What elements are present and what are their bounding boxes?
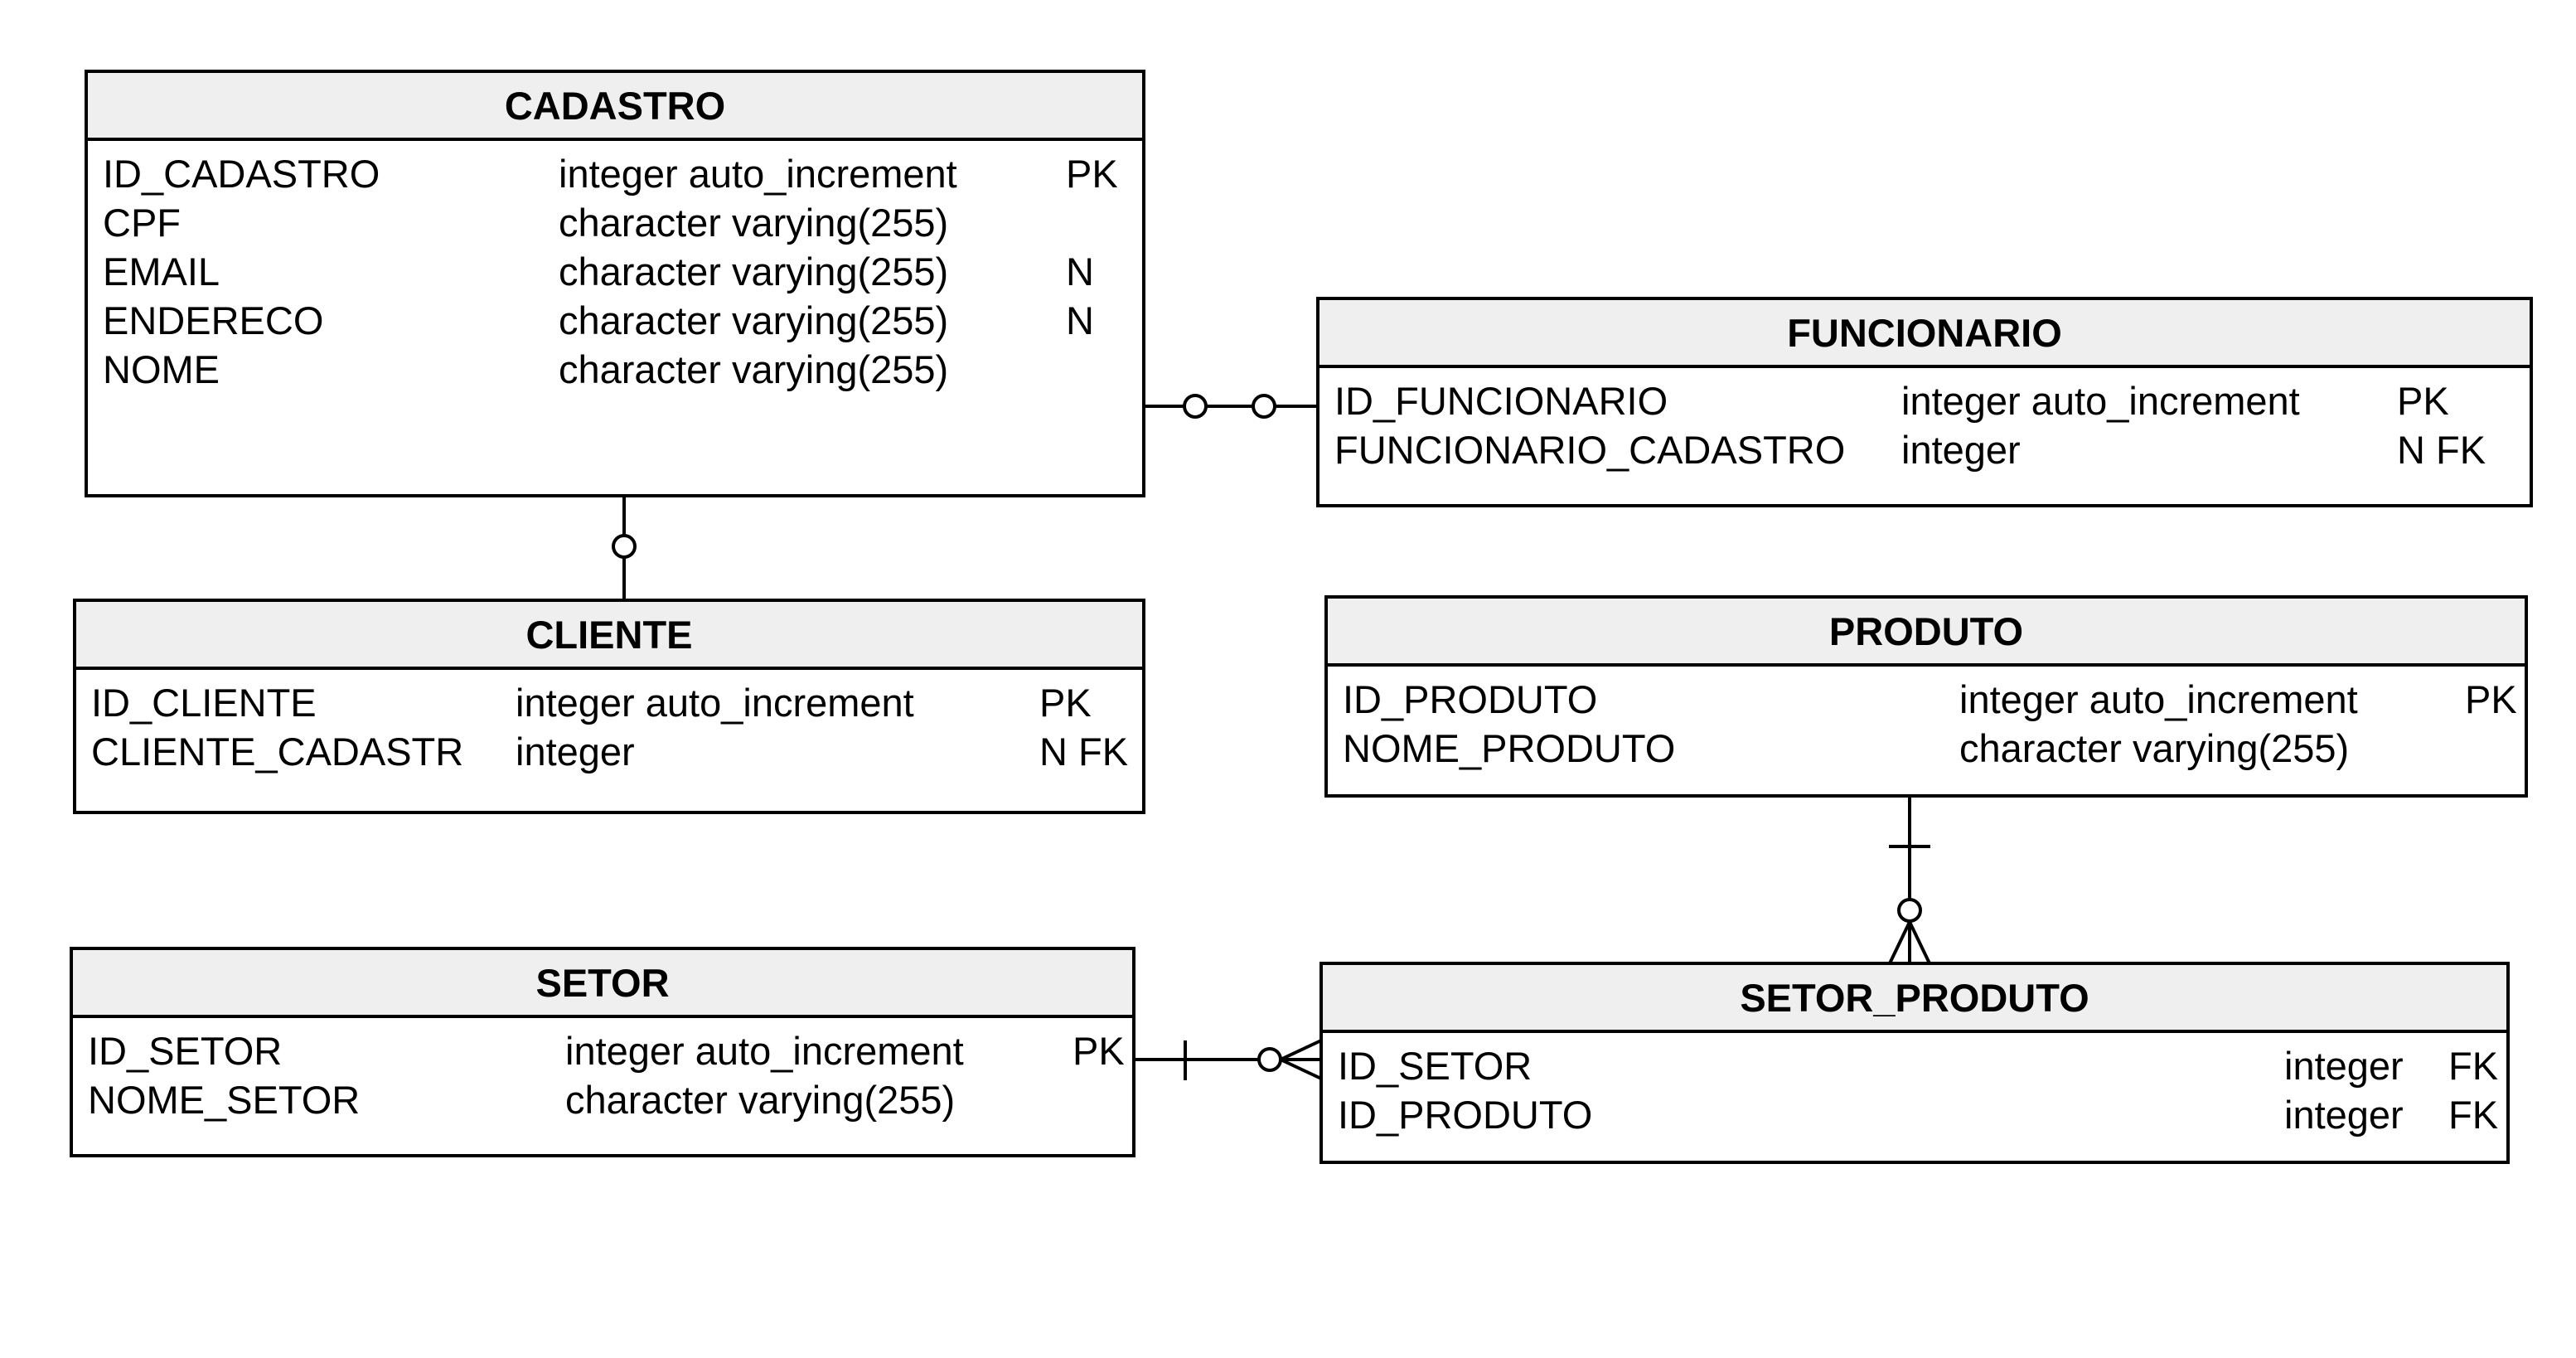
- crowfoot-left-icon: [1888, 921, 1911, 964]
- attribute-key: N: [1066, 250, 1094, 293]
- attribute-name: NOME_PRODUTO: [1343, 726, 1676, 770]
- attribute-key: N FK: [1039, 730, 1129, 774]
- attribute-type: integer: [2284, 1093, 2404, 1137]
- attribute-row: ID_CADASTRO integer auto_increment PK: [88, 149, 1142, 198]
- attribute-row: NOME_SETOR character varying(255): [73, 1075, 1132, 1124]
- zero-marker-icon: [612, 534, 637, 559]
- entity-cliente[interactable]: CLIENTE ID_CLIENTE integer auto_incremen…: [73, 599, 1145, 814]
- entity-attributes: ID_CLIENTE integer auto_increment PK CLI…: [76, 670, 1142, 776]
- attribute-type: integer auto_increment: [1901, 379, 2300, 423]
- entity-title: SETOR_PRODUTO: [1323, 965, 2506, 1033]
- zero-marker-icon: [1897, 898, 1922, 923]
- attribute-type: integer auto_increment: [565, 1029, 964, 1073]
- attribute-type: character varying(255): [559, 298, 949, 342]
- zero-marker-icon: [1257, 1047, 1282, 1072]
- attribute-row: FUNCIONARIO_CADASTRO integer N FK: [1319, 425, 2530, 474]
- attribute-name: EMAIL: [103, 250, 220, 293]
- attribute-type: character varying(255): [559, 201, 949, 245]
- attribute-row: NOME_PRODUTO character varying(255): [1328, 724, 2525, 773]
- entity-attributes: ID_PRODUTO integer auto_increment PK NOM…: [1328, 667, 2525, 773]
- entity-title: FUNCIONARIO: [1319, 300, 2530, 368]
- attribute-key: PK: [1073, 1029, 1125, 1073]
- attribute-row: EMAIL character varying(255) N: [88, 247, 1142, 296]
- attribute-key: PK: [2465, 677, 2517, 721]
- attribute-key: FK: [2448, 1093, 2499, 1137]
- attribute-type: integer: [1901, 428, 2021, 472]
- attribute-row: CPF character varying(255): [88, 198, 1142, 247]
- attribute-name: NOME: [103, 347, 220, 391]
- entity-setor[interactable]: SETOR ID_SETOR integer auto_increment PK…: [70, 947, 1135, 1157]
- attribute-row: ID_CLIENTE integer auto_increment PK: [76, 678, 1142, 727]
- attribute-name: NOME_SETOR: [88, 1078, 361, 1122]
- entity-title: CLIENTE: [76, 602, 1142, 670]
- attribute-key: PK: [1066, 152, 1118, 196]
- attribute-type: integer: [2284, 1044, 2404, 1088]
- rel-produto-setor-produto[interactable]: [1888, 796, 1931, 964]
- crowfoot-bottom-icon: [1280, 1058, 1322, 1080]
- attribute-row: ID_PRODUTO integer auto_increment PK: [1328, 675, 2525, 724]
- attribute-name: FUNCIONARIO_CADASTRO: [1334, 428, 1846, 472]
- rel-setor-setor-produto[interactable]: [1134, 1039, 1322, 1080]
- attribute-row: NOME character varying(255): [88, 345, 1142, 394]
- attribute-row: ID_PRODUTO integer FK: [1323, 1090, 2506, 1139]
- entity-produto[interactable]: PRODUTO ID_PRODUTO integer auto_incremen…: [1324, 595, 2528, 798]
- attribute-name: ID_CADASTRO: [103, 152, 380, 196]
- attribute-row: ID_FUNCIONARIO integer auto_increment PK: [1319, 376, 2530, 425]
- crowfoot-top-icon: [1280, 1039, 1322, 1061]
- attribute-type: integer auto_increment: [516, 681, 914, 725]
- zero-marker-icon: [1252, 394, 1276, 419]
- crowfoot-right-icon: [1908, 921, 1931, 964]
- entity-title: CADASTRO: [88, 73, 1142, 141]
- attribute-row: ENDERECO character varying(255) N: [88, 296, 1142, 345]
- attribute-row: ID_SETOR integer auto_increment PK: [73, 1026, 1132, 1075]
- entity-attributes: ID_SETOR integer FK ID_PRODUTO integer F…: [1323, 1033, 2506, 1139]
- attribute-type: character varying(255): [565, 1078, 956, 1122]
- attribute-name: ID_CLIENTE: [91, 681, 317, 725]
- attribute-name: CPF: [103, 201, 181, 245]
- rel-cadastro-cliente[interactable]: [612, 496, 637, 600]
- attribute-key: PK: [2397, 379, 2449, 423]
- entity-attributes: ID_CADASTRO integer auto_increment PK CP…: [88, 141, 1142, 394]
- attribute-key: N: [1066, 298, 1094, 342]
- entity-title: SETOR: [73, 950, 1132, 1018]
- entity-cadastro[interactable]: CADASTRO ID_CADASTRO integer auto_increm…: [85, 70, 1145, 497]
- attribute-type: integer: [516, 730, 635, 774]
- attribute-name: ID_SETOR: [88, 1029, 283, 1073]
- attribute-type: character varying(255): [559, 250, 949, 293]
- attribute-key: N FK: [2397, 428, 2486, 472]
- attribute-row: ID_SETOR integer FK: [1323, 1041, 2506, 1090]
- attribute-name: ID_PRODUTO: [1343, 677, 1598, 721]
- attribute-name: ENDERECO: [103, 298, 324, 342]
- entity-attributes: ID_SETOR integer auto_increment PK NOME_…: [73, 1018, 1132, 1124]
- attribute-type: integer auto_increment: [559, 152, 957, 196]
- entity-funcionario[interactable]: FUNCIONARIO ID_FUNCIONARIO integer auto_…: [1316, 297, 2533, 507]
- attribute-name: ID_FUNCIONARIO: [1334, 379, 1668, 423]
- rel-cadastro-funcionario[interactable]: [1144, 394, 1318, 419]
- attribute-key: FK: [2448, 1044, 2499, 1088]
- attribute-name: ID_SETOR: [1338, 1044, 1533, 1088]
- attribute-key: PK: [1039, 681, 1092, 725]
- entity-title: PRODUTO: [1328, 599, 2525, 667]
- attribute-row: CLIENTE_CADASTR integer N FK: [76, 727, 1142, 776]
- attribute-type: integer auto_increment: [1959, 677, 2358, 721]
- attribute-type: character varying(255): [559, 347, 949, 391]
- attribute-name: ID_PRODUTO: [1338, 1093, 1593, 1137]
- attribute-type: character varying(255): [1959, 726, 2350, 770]
- attribute-name: CLIENTE_CADASTR: [91, 730, 464, 774]
- entity-setor-produto[interactable]: SETOR_PRODUTO ID_SETOR integer FK ID_PRO…: [1319, 962, 2510, 1164]
- zero-marker-icon: [1183, 394, 1208, 419]
- entity-attributes: ID_FUNCIONARIO integer auto_increment PK…: [1319, 368, 2530, 474]
